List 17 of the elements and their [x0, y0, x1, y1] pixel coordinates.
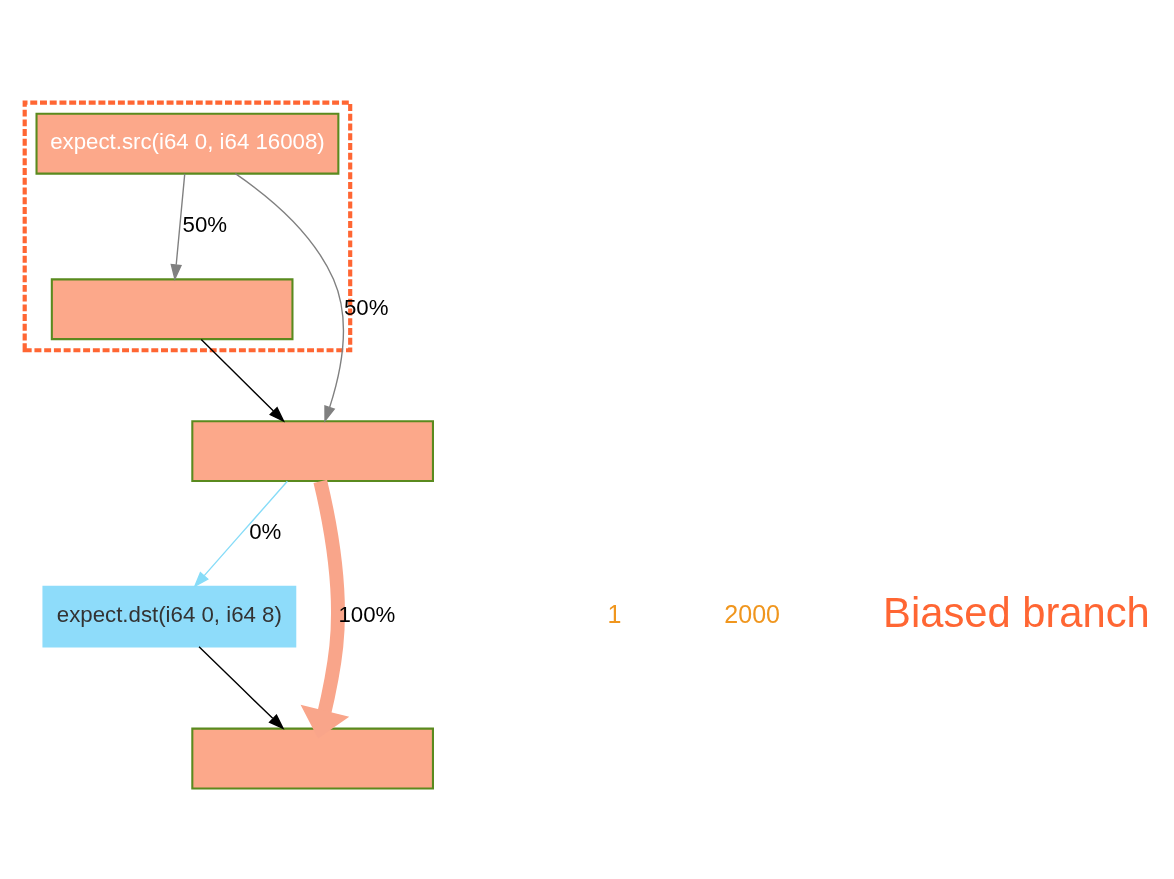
label: Biased branch — [883, 588, 1150, 636]
edge-label: 50% — [343, 294, 389, 320]
node-box — [50, 277, 294, 340]
edge-label: 0% — [249, 518, 282, 544]
label: 1 — [607, 599, 622, 628]
edge-label: 50% — [182, 211, 228, 237]
node-box: expect.src(i64 0, i64 16008) — [35, 112, 340, 175]
node-box — [191, 727, 434, 789]
edge-label: 100% — [338, 601, 396, 627]
arrow — [200, 338, 286, 422]
arrow — [198, 645, 285, 730]
arrow — [234, 172, 344, 423]
arrow — [170, 172, 186, 281]
node-box: expect.dst(i64 0, i64 8) — [42, 585, 297, 648]
label: 2000 — [724, 599, 781, 628]
node-box — [191, 419, 434, 482]
arrow — [193, 480, 289, 588]
